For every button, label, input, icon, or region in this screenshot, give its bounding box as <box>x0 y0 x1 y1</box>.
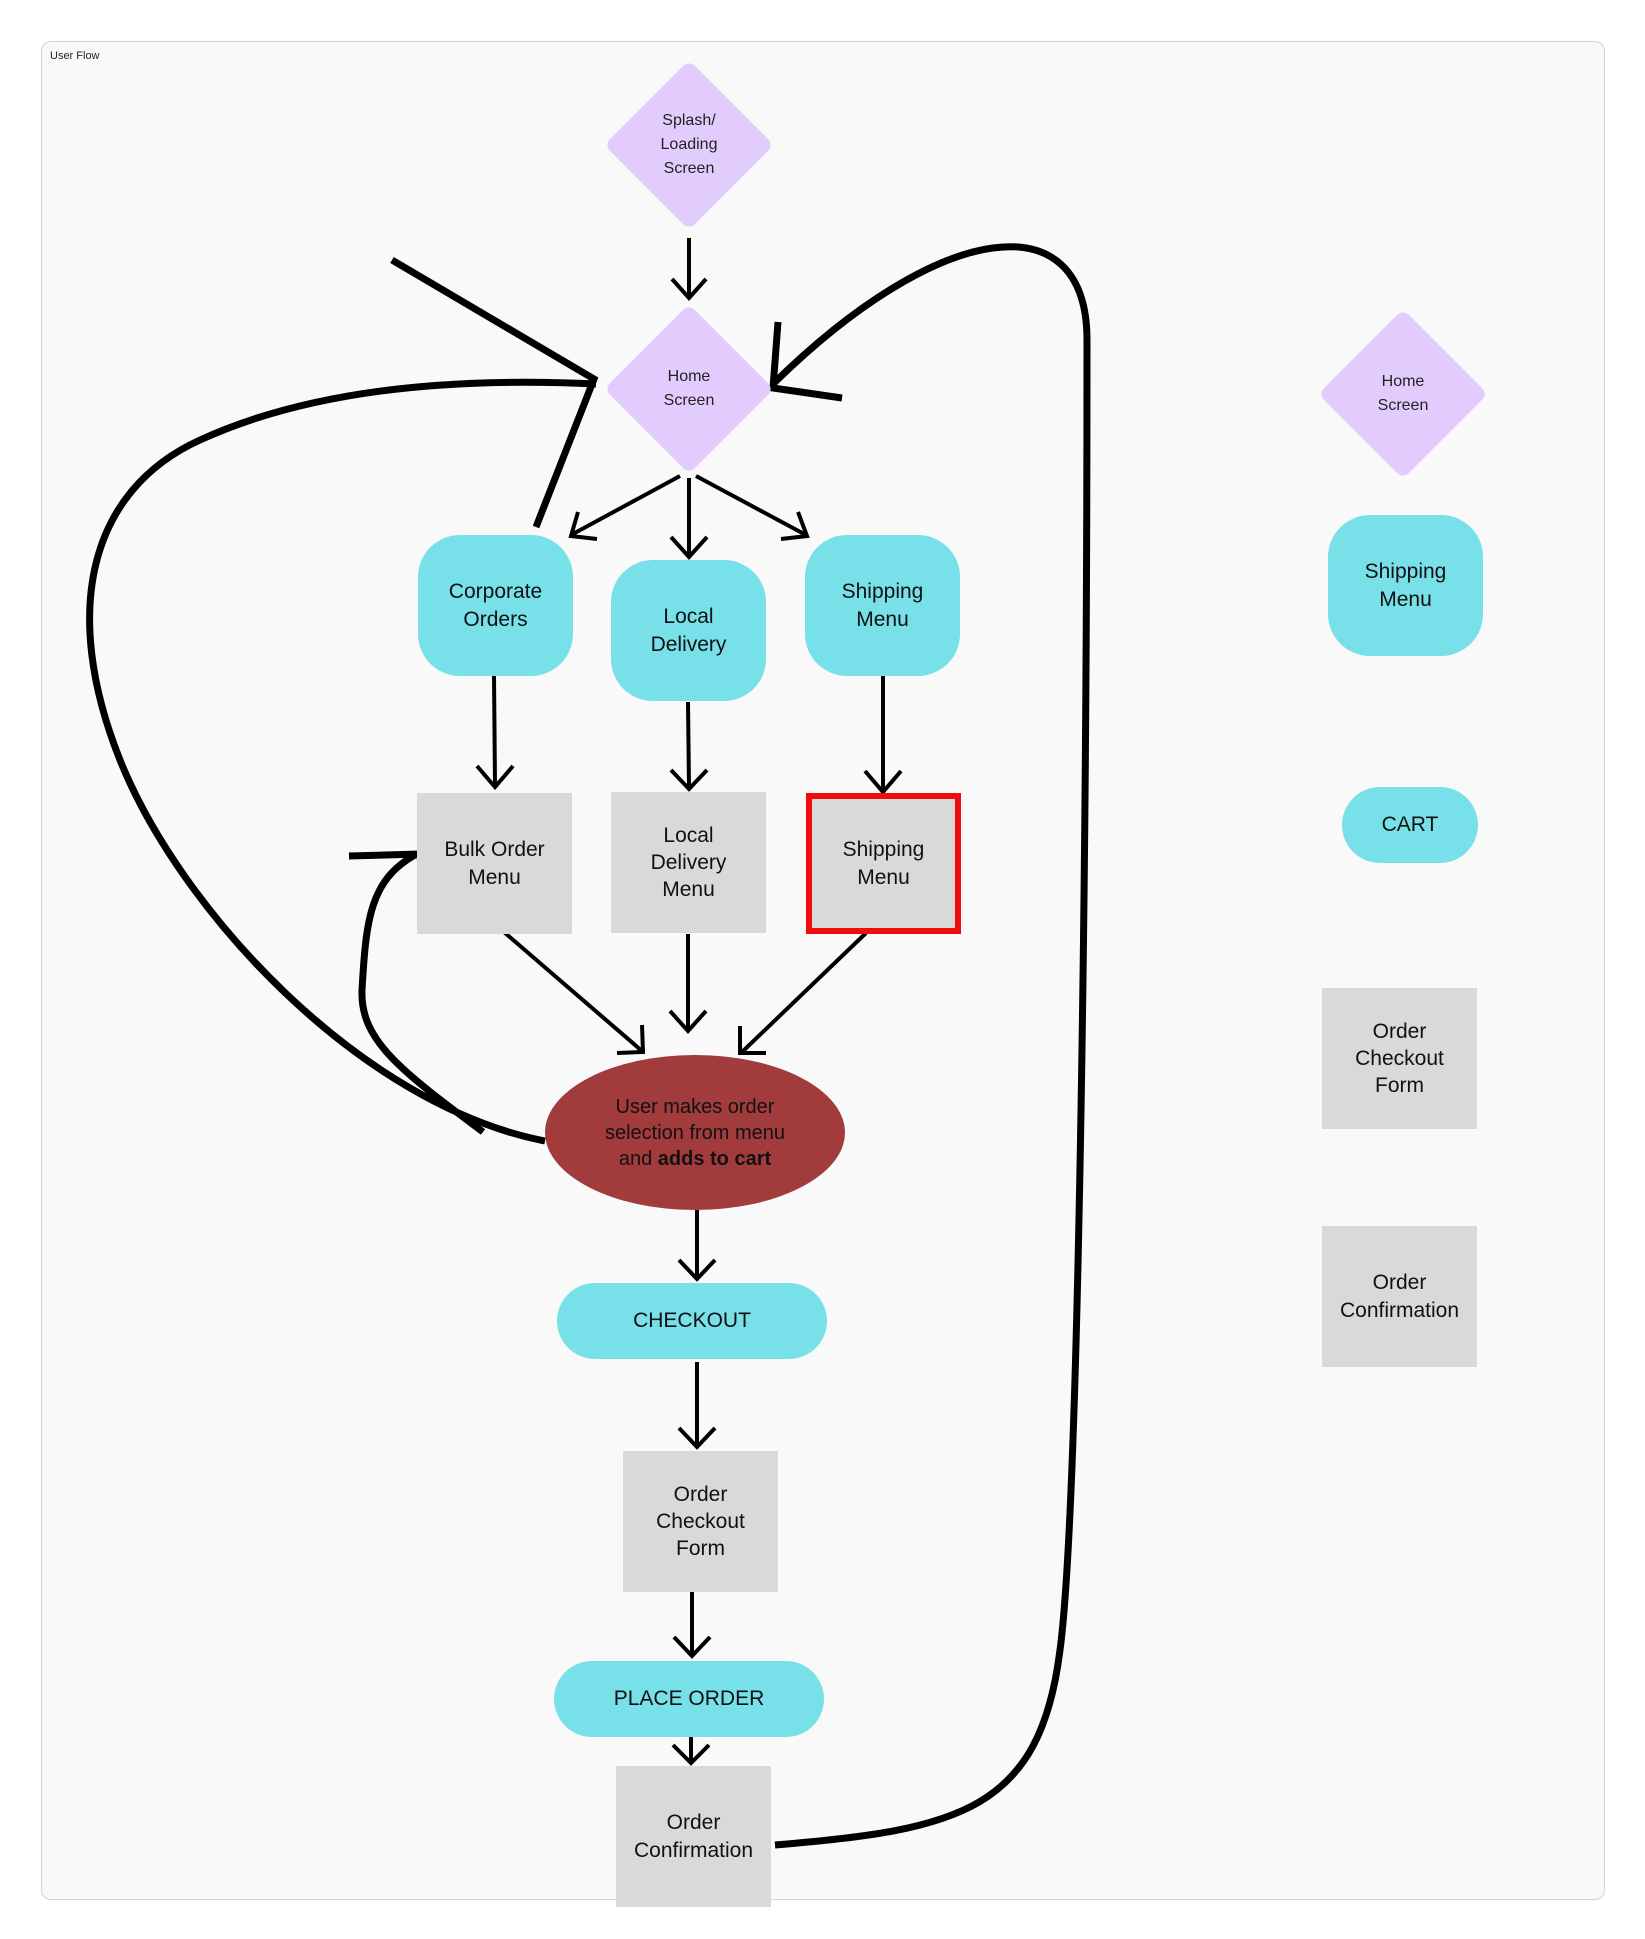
splash-label: Splash/ Loading Screen <box>660 112 718 177</box>
local-delivery-label: Local Delivery <box>650 605 727 656</box>
arrowhead-home-to-local <box>669 535 709 560</box>
arrowhead-local-to-local-menu <box>669 768 709 792</box>
shipping-menu-node[interactable]: Shipping Menu <box>805 535 960 676</box>
arrowhead-bulk-to-selection <box>616 1024 646 1055</box>
legend-home-label: Home Screen <box>1377 373 1429 414</box>
legend-home-screen[interactable]: Home Screen <box>1314 305 1492 483</box>
shipping-menu-selected-label: Shipping Menu <box>842 838 925 889</box>
corporate-orders-label: Corporate Orders <box>448 580 543 631</box>
legend-shipping-menu-label: Shipping Menu <box>1364 560 1447 611</box>
splash-loading-screen-node[interactable]: Splash/ Loading Screen <box>600 56 778 234</box>
arrowhead-checkout-to-form <box>677 1426 717 1450</box>
arrowhead-shipping-to-shipping-menu <box>863 769 903 796</box>
bulk-order-menu-label: Bulk Order Menu <box>444 838 545 889</box>
legend-order-checkout-form[interactable]: Order Checkout Form <box>1322 988 1477 1129</box>
place-order-node[interactable]: PLACE ORDER <box>554 1661 824 1737</box>
shipping-menu-selected-node[interactable]: Shipping Menu <box>806 793 961 934</box>
place-order-label: PLACE ORDER <box>613 1687 765 1711</box>
order-checkout-form-node[interactable]: Order Checkout Form <box>623 1451 778 1592</box>
bulk-order-menu-node[interactable]: Bulk Order Menu <box>417 793 572 934</box>
legend-cart-label: CART <box>1381 813 1439 837</box>
order-selection-line3-bold: adds to cart <box>657 1147 772 1170</box>
order-selection-line3-prefix: and <box>618 1147 658 1170</box>
checkout-label: CHECKOUT <box>633 1309 751 1333</box>
legend-cart[interactable]: CART <box>1342 787 1478 863</box>
order-selection-node[interactable]: User makes order selection from menu and… <box>545 1055 845 1210</box>
arrow-bulk-to-selection <box>495 924 644 1053</box>
loop-selection-to-bulk <box>358 851 486 1135</box>
order-selection-line2: selection from menu <box>604 1121 786 1144</box>
arrowhead-corporate-to-bulk <box>475 764 515 791</box>
shipping-menu-label: Shipping Menu <box>841 580 924 631</box>
arrow-local-to-local-menu <box>686 701 691 789</box>
local-delivery-menu-node[interactable]: Local Delivery Menu <box>611 792 766 933</box>
arrowhead-local-menu-to-selection <box>668 1009 708 1034</box>
order-confirmation-node[interactable]: Order Confirmation <box>616 1766 771 1907</box>
home-label: Home Screen <box>663 368 715 409</box>
loop-corporate-to-home-line <box>390 256 599 529</box>
frame-title: User Flow <box>50 50 100 62</box>
local-delivery-menu-label: Local Delivery Menu <box>650 823 727 902</box>
order-checkout-form-label: Order Checkout Form <box>656 1482 745 1561</box>
arrowhead-home-to-corporate <box>568 511 598 541</box>
local-delivery-node[interactable]: Local Delivery <box>611 560 766 701</box>
order-confirmation-label: Order Confirmation <box>633 1811 754 1862</box>
user-flow-frame: User Flow <box>41 41 1605 1900</box>
arrowhead-place-order-to-confirmation <box>671 1743 711 1766</box>
order-selection-line1: User makes order <box>615 1095 775 1118</box>
home-screen-node[interactable]: Home Screen <box>600 300 778 478</box>
loop-selection-to-home <box>86 378 597 1145</box>
corporate-orders-node[interactable]: Corporate Orders <box>418 535 573 676</box>
legend-order-checkout-form-label: Order Checkout Form <box>1355 1019 1444 1098</box>
arrowhead-form-to-place-order <box>672 1635 712 1659</box>
arrowhead-splash-to-home <box>670 277 708 301</box>
arrowhead-shipping-menu-to-selection <box>738 1026 766 1055</box>
arrowhead-home-to-shipping <box>780 511 810 541</box>
arrow-home-to-shipping <box>695 474 807 537</box>
arrowhead-confirmation-to-home <box>769 321 843 402</box>
checkout-node[interactable]: CHECKOUT <box>557 1283 827 1359</box>
arrow-home-to-corporate <box>570 474 681 537</box>
arrow-shipping-menu-to-selection <box>739 931 868 1055</box>
legend-shipping-menu[interactable]: Shipping Menu <box>1328 515 1483 656</box>
arrowhead-selection-to-checkout <box>677 1258 717 1282</box>
legend-order-confirmation[interactable]: Order Confirmation <box>1322 1226 1477 1367</box>
loop-confirmation-to-home <box>770 243 1091 1849</box>
arrow-corporate-to-bulk <box>492 675 497 786</box>
order-selection-label: User makes order selection from menu and… <box>605 1094 785 1172</box>
legend-order-confirmation-label: Order Confirmation <box>1339 1271 1460 1322</box>
